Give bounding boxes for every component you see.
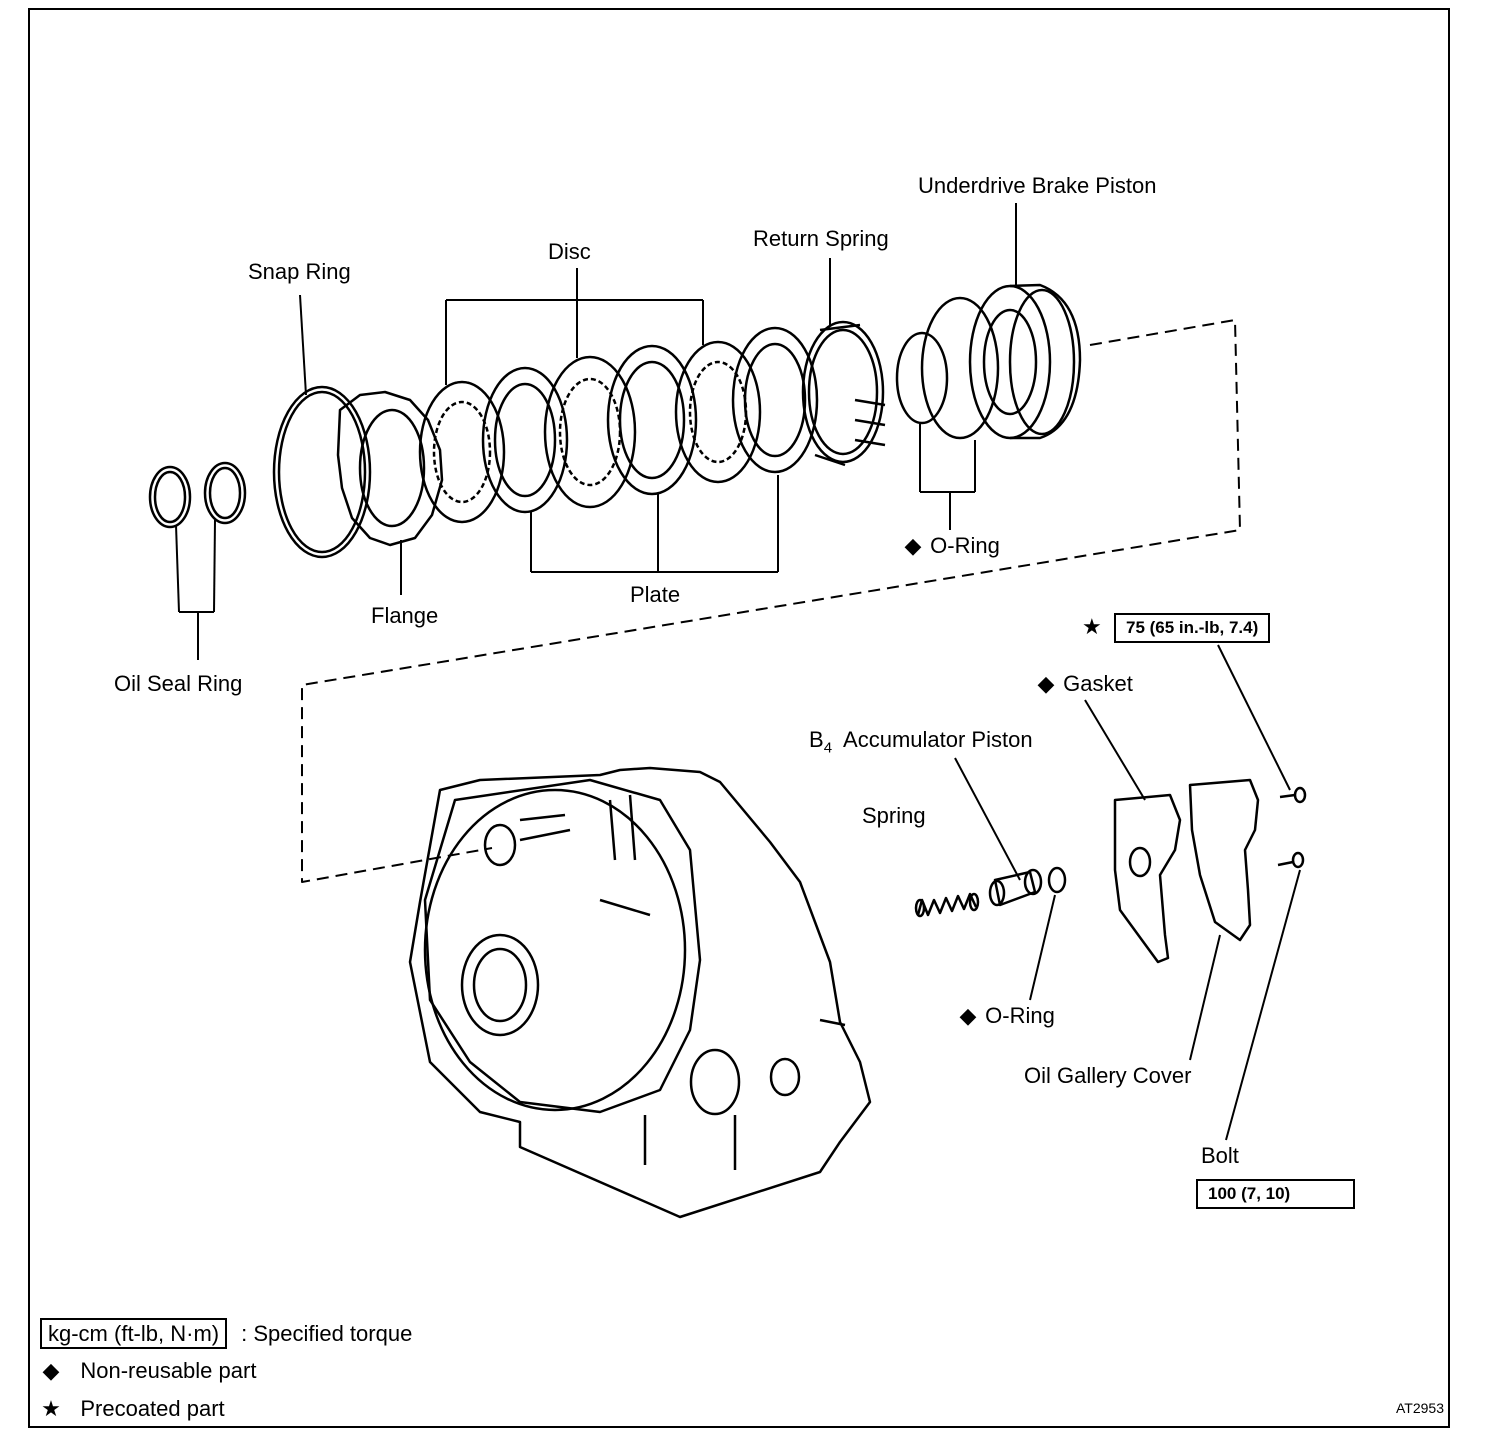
bolt-drawings bbox=[1277, 786, 1307, 869]
b4-subscript: 4 bbox=[823, 739, 833, 757]
snap-ring-drawing bbox=[272, 385, 372, 559]
gasket-text: Gasket bbox=[1063, 671, 1133, 696]
label-spring: Spring bbox=[862, 803, 926, 828]
o-ring-lower-text: O-Ring bbox=[985, 1003, 1055, 1028]
b4-accumulator-piston-drawing bbox=[988, 868, 1043, 907]
label-o-ring-upper: ◆ O-Ring bbox=[902, 534, 1000, 558]
return-spring-drawing bbox=[801, 320, 886, 467]
label-underdrive-brake-piston: Underdrive Brake Piston bbox=[918, 173, 1157, 198]
diagram-frame bbox=[28, 8, 1450, 1428]
plate-drawings bbox=[481, 326, 819, 514]
legend-non-reusable-row: ◆ Non-reusable part bbox=[40, 1358, 257, 1384]
oil-gallery-cover-drawing bbox=[1188, 778, 1260, 942]
legend-precoated-row: ★ Precoated part bbox=[40, 1396, 225, 1422]
label-disc: Disc bbox=[548, 239, 591, 264]
label-snap-ring: Snap Ring bbox=[248, 259, 351, 284]
b4-suffix: Accumulator Piston bbox=[843, 727, 1033, 752]
torque-box-bolt: 100 (7, 10) bbox=[1196, 1179, 1355, 1209]
label-oil-gallery-cover: Oil Gallery Cover bbox=[1024, 1063, 1192, 1088]
torque-box-precoated-bolt: 75 (65 in.-lb, 7.4) bbox=[1114, 613, 1271, 643]
non-reusable-symbol: ◆ bbox=[1037, 671, 1055, 696]
label-b4-accumulator-piston: B4 Accumulator Piston bbox=[809, 728, 1033, 760]
o-ring-upper-drawing bbox=[895, 296, 1000, 440]
gasket-drawing bbox=[1113, 793, 1182, 964]
assembly-dashed-outline bbox=[301, 319, 1241, 883]
disc-drawings bbox=[418, 340, 762, 524]
leader-lines bbox=[175, 203, 1301, 1141]
figure-code: AT2953 bbox=[1396, 1400, 1444, 1416]
legend-torque-desc: : Specified torque bbox=[241, 1321, 413, 1346]
legend-non-reusable-symbol: ◆ bbox=[42, 1358, 60, 1383]
label-flange: Flange bbox=[371, 603, 439, 628]
label-oil-seal-ring: Oil Seal Ring bbox=[114, 671, 243, 696]
underdrive-brake-piston-drawing bbox=[968, 283, 1082, 440]
o-ring-lower-drawing bbox=[1047, 866, 1067, 894]
legend-non-reusable-text: Non-reusable part bbox=[80, 1358, 257, 1383]
label-bolt: Bolt bbox=[1201, 1143, 1239, 1168]
legend-precoated-text: Precoated part bbox=[80, 1396, 225, 1421]
label-o-ring-lower: ◆ O-Ring bbox=[957, 1004, 1055, 1028]
flange-drawing bbox=[336, 390, 444, 547]
label-gasket: ◆ Gasket bbox=[1035, 672, 1133, 696]
legend-torque-unit: kg-cm (ft-lb, N·m) bbox=[40, 1318, 228, 1349]
legend-precoated-symbol: ★ bbox=[41, 1396, 61, 1421]
oil-seal-ring-drawing bbox=[148, 461, 247, 529]
legend-torque-row: kg-cm (ft-lb, N·m) : Specified torque bbox=[40, 1318, 413, 1349]
b4-prefix: B bbox=[809, 727, 824, 752]
o-ring-upper-text: O-Ring bbox=[930, 533, 1000, 558]
b4-spring-drawing bbox=[914, 892, 980, 918]
label-return-spring: Return Spring bbox=[753, 226, 889, 251]
non-reusable-symbol: ◆ bbox=[959, 1003, 977, 1028]
transmission-case-drawing bbox=[408, 766, 872, 1219]
non-reusable-symbol: ◆ bbox=[904, 533, 922, 558]
precoated-symbol-bolt: ★ bbox=[1082, 614, 1102, 639]
label-plate: Plate bbox=[630, 582, 681, 607]
